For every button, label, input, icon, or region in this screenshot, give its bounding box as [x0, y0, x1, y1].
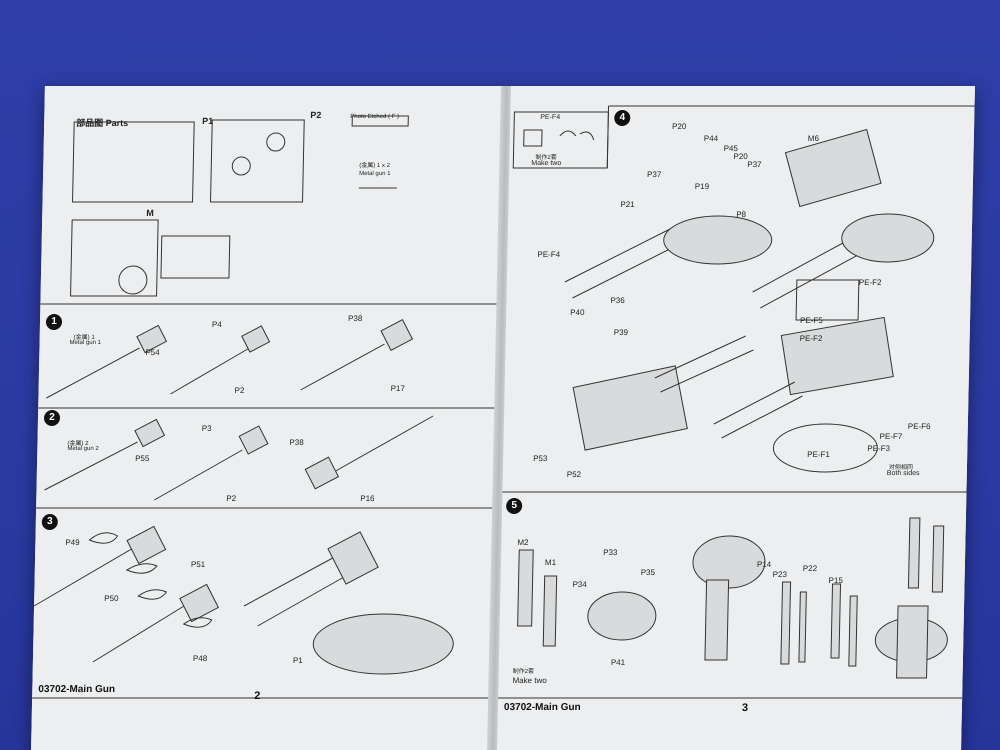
turret-base-p1	[312, 613, 454, 675]
step4-label-p37: P37	[747, 160, 762, 169]
step4-label-p37b: P37	[647, 170, 662, 179]
step5-label-p22: P22	[802, 564, 818, 573]
step4-label-pe-f1: PE-F1	[807, 450, 831, 459]
step5-label-p33: P33	[603, 548, 618, 557]
step5-label-p14: P14	[756, 560, 772, 569]
step3-label-p51: P51	[190, 560, 206, 569]
step5-label-p41: P41	[610, 658, 626, 667]
left-page-drawings	[32, 115, 499, 699]
step4-label-pe-f7: PE-F7	[879, 432, 903, 441]
right-page: PE-F4 制作2套 Make two 4 P20 P44 P45 P20 P3…	[497, 86, 975, 750]
turret-assembly-lower	[572, 365, 688, 451]
step4-label-pe-f4: PE-F4	[537, 250, 561, 259]
step3-label-p49: P49	[65, 538, 80, 547]
step5-label-p34: P34	[572, 580, 587, 589]
step2-label-p2: P2	[226, 494, 237, 503]
step4-label-p39: P39	[613, 328, 629, 337]
step4-label-pe-f2b: PE-F2	[799, 334, 823, 343]
sprue-m-extension	[160, 235, 231, 279]
left-footer-title: 03702-Main Gun	[38, 684, 116, 695]
step4-label-p44: P44	[703, 134, 719, 143]
step4-label-p21: P21	[620, 200, 635, 209]
step1-label-p4: P4	[211, 320, 222, 329]
step5-make-two-en: Make two	[512, 676, 547, 685]
step1-label-p38: P38	[347, 314, 363, 323]
step4-label-p8: P8	[736, 210, 747, 219]
step4-label-pe-f6: PE-F6	[907, 422, 931, 431]
step4-label-p53: P53	[533, 454, 548, 463]
step4-label-pe-f2: PE-F2	[858, 278, 882, 287]
turret-assembly-upper	[663, 215, 773, 265]
step2-metal-en: Metal gun 2	[67, 446, 99, 452]
step4-label-m6: M6	[807, 134, 820, 143]
step4-label-pe-f3: PE-F3	[867, 444, 891, 453]
sprue-label-m: M	[146, 208, 154, 218]
step5-label-p15: P15	[828, 576, 843, 585]
step2-label-p16: P16	[360, 494, 375, 503]
step3-label-p48: P48	[192, 654, 208, 663]
step1-label-p54: P54	[145, 348, 160, 357]
step2-label-p55: P55	[135, 454, 150, 463]
sprue-m-ring	[118, 265, 148, 295]
step2-label-p38: P38	[289, 438, 304, 447]
step4-label-p20b: P20	[733, 152, 748, 161]
photo-etched-label: Photo Etched ( F )	[350, 114, 400, 120]
step4-label-p20: P20	[672, 122, 687, 131]
right-page-drawings	[498, 105, 975, 699]
step3-label-p1: P1	[292, 656, 303, 665]
turret-housing-m6	[784, 128, 882, 208]
inset-note-en: Make two	[531, 160, 562, 167]
step1-label-p2: P2	[234, 386, 245, 395]
sprue-label-p2: P2	[310, 110, 322, 120]
step3-label-p50: P50	[104, 594, 119, 603]
left-page: 部品图 Parts P1 P2 M Photo Etched ( F ) (金属…	[31, 86, 503, 750]
step5-label-p23: P23	[772, 570, 788, 579]
step4-label-p40: P40	[570, 308, 585, 317]
instruction-sheet: 部品图 Parts P1 P2 M Photo Etched ( F ) (金属…	[31, 86, 975, 750]
step1-label-p17: P17	[390, 384, 405, 393]
right-footer-title: 03702-Main Gun	[503, 702, 581, 713]
step1-metal-en: Metal gun 1	[69, 340, 101, 346]
platform-p41	[587, 591, 657, 641]
right-page-number: 3	[741, 702, 749, 714]
step4-label-p36: P36	[610, 296, 625, 305]
parts-header: 部品图 Parts	[76, 118, 129, 128]
step5-label-m2: M2	[517, 538, 529, 547]
inset-pe-label: PE-F4	[540, 114, 561, 121]
left-page-number: 2	[254, 690, 261, 702]
step4-label-p52: P52	[566, 470, 582, 479]
sprue-p2-frame	[210, 119, 305, 203]
step5-label-p35: P35	[640, 568, 656, 577]
metal-gun-note: (金属) 1 x 2 Metal gun 1	[359, 163, 391, 177]
step5-label-m1: M1	[544, 558, 557, 567]
sprue-p1-frame	[72, 121, 195, 203]
step5-make-two-cn: 制作2套	[512, 669, 535, 675]
step4-both-sides-en: Both sides	[886, 470, 920, 477]
step4-label-pe-f5: PE-F5	[799, 316, 823, 325]
sprue-label-p1: P1	[202, 116, 214, 126]
step4-label-p19: P19	[694, 182, 710, 191]
step2-label-p3: P3	[201, 424, 212, 433]
sprue-m-frame	[70, 219, 159, 297]
